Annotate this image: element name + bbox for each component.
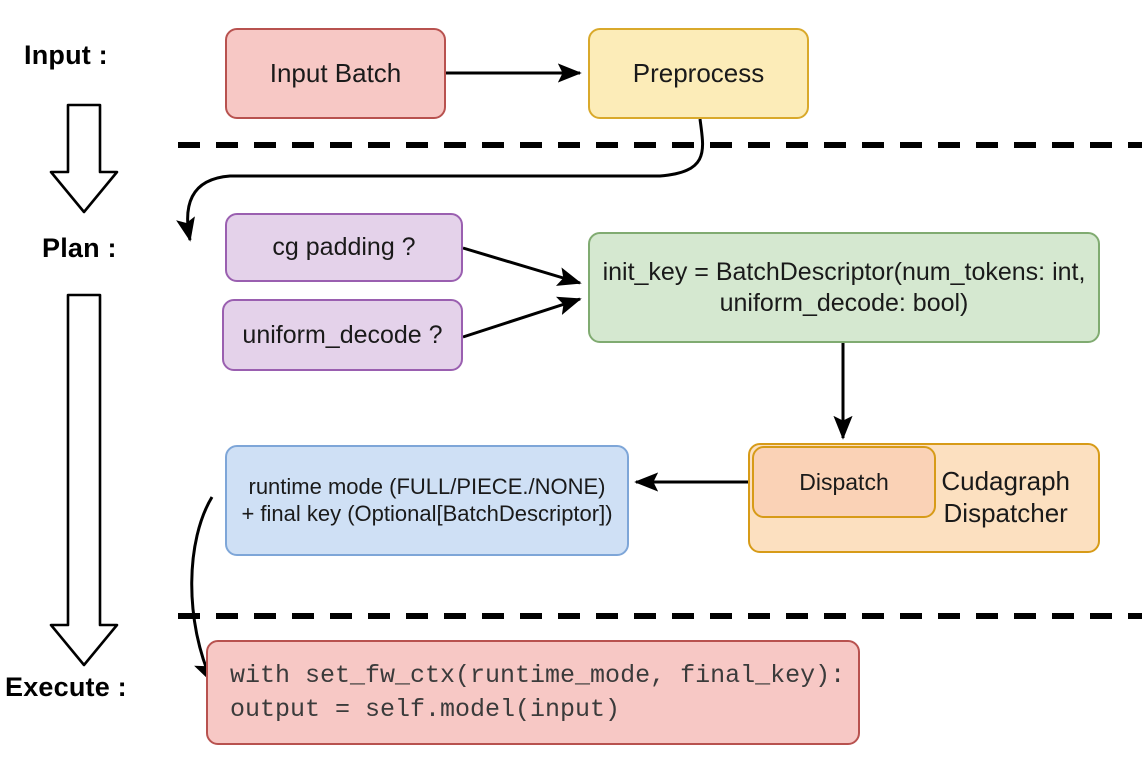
node-cg-padding[interactable]: cg padding ? <box>225 213 463 282</box>
node-preprocess[interactable]: Preprocess <box>588 28 809 119</box>
node-init-key[interactable]: init_key = BatchDescriptor(num_tokens: i… <box>588 232 1100 343</box>
edge-cg-padding-to-init-key <box>462 246 582 286</box>
stage-label-execute: Execute : <box>5 672 127 702</box>
flow-arrow-input-to-plan <box>49 103 119 214</box>
edge-uniform-decode-to-init-key <box>462 296 582 339</box>
stage-label-input: Input : <box>24 40 108 70</box>
node-dispatch[interactable]: Dispatch <box>752 446 936 518</box>
node-execute-code[interactable]: with set_fw_ctx(runtime_mode, final_key)… <box>206 640 860 745</box>
node-uniform-decode[interactable]: uniform_decode ? <box>222 299 463 371</box>
stage-label-plan: Plan : <box>42 233 117 263</box>
flow-arrow-plan-to-execute <box>49 293 119 667</box>
node-input-batch[interactable]: Input Batch <box>225 28 446 119</box>
node-runtime-mode[interactable]: runtime mode (FULL/PIECE./NONE) + final … <box>225 445 629 556</box>
